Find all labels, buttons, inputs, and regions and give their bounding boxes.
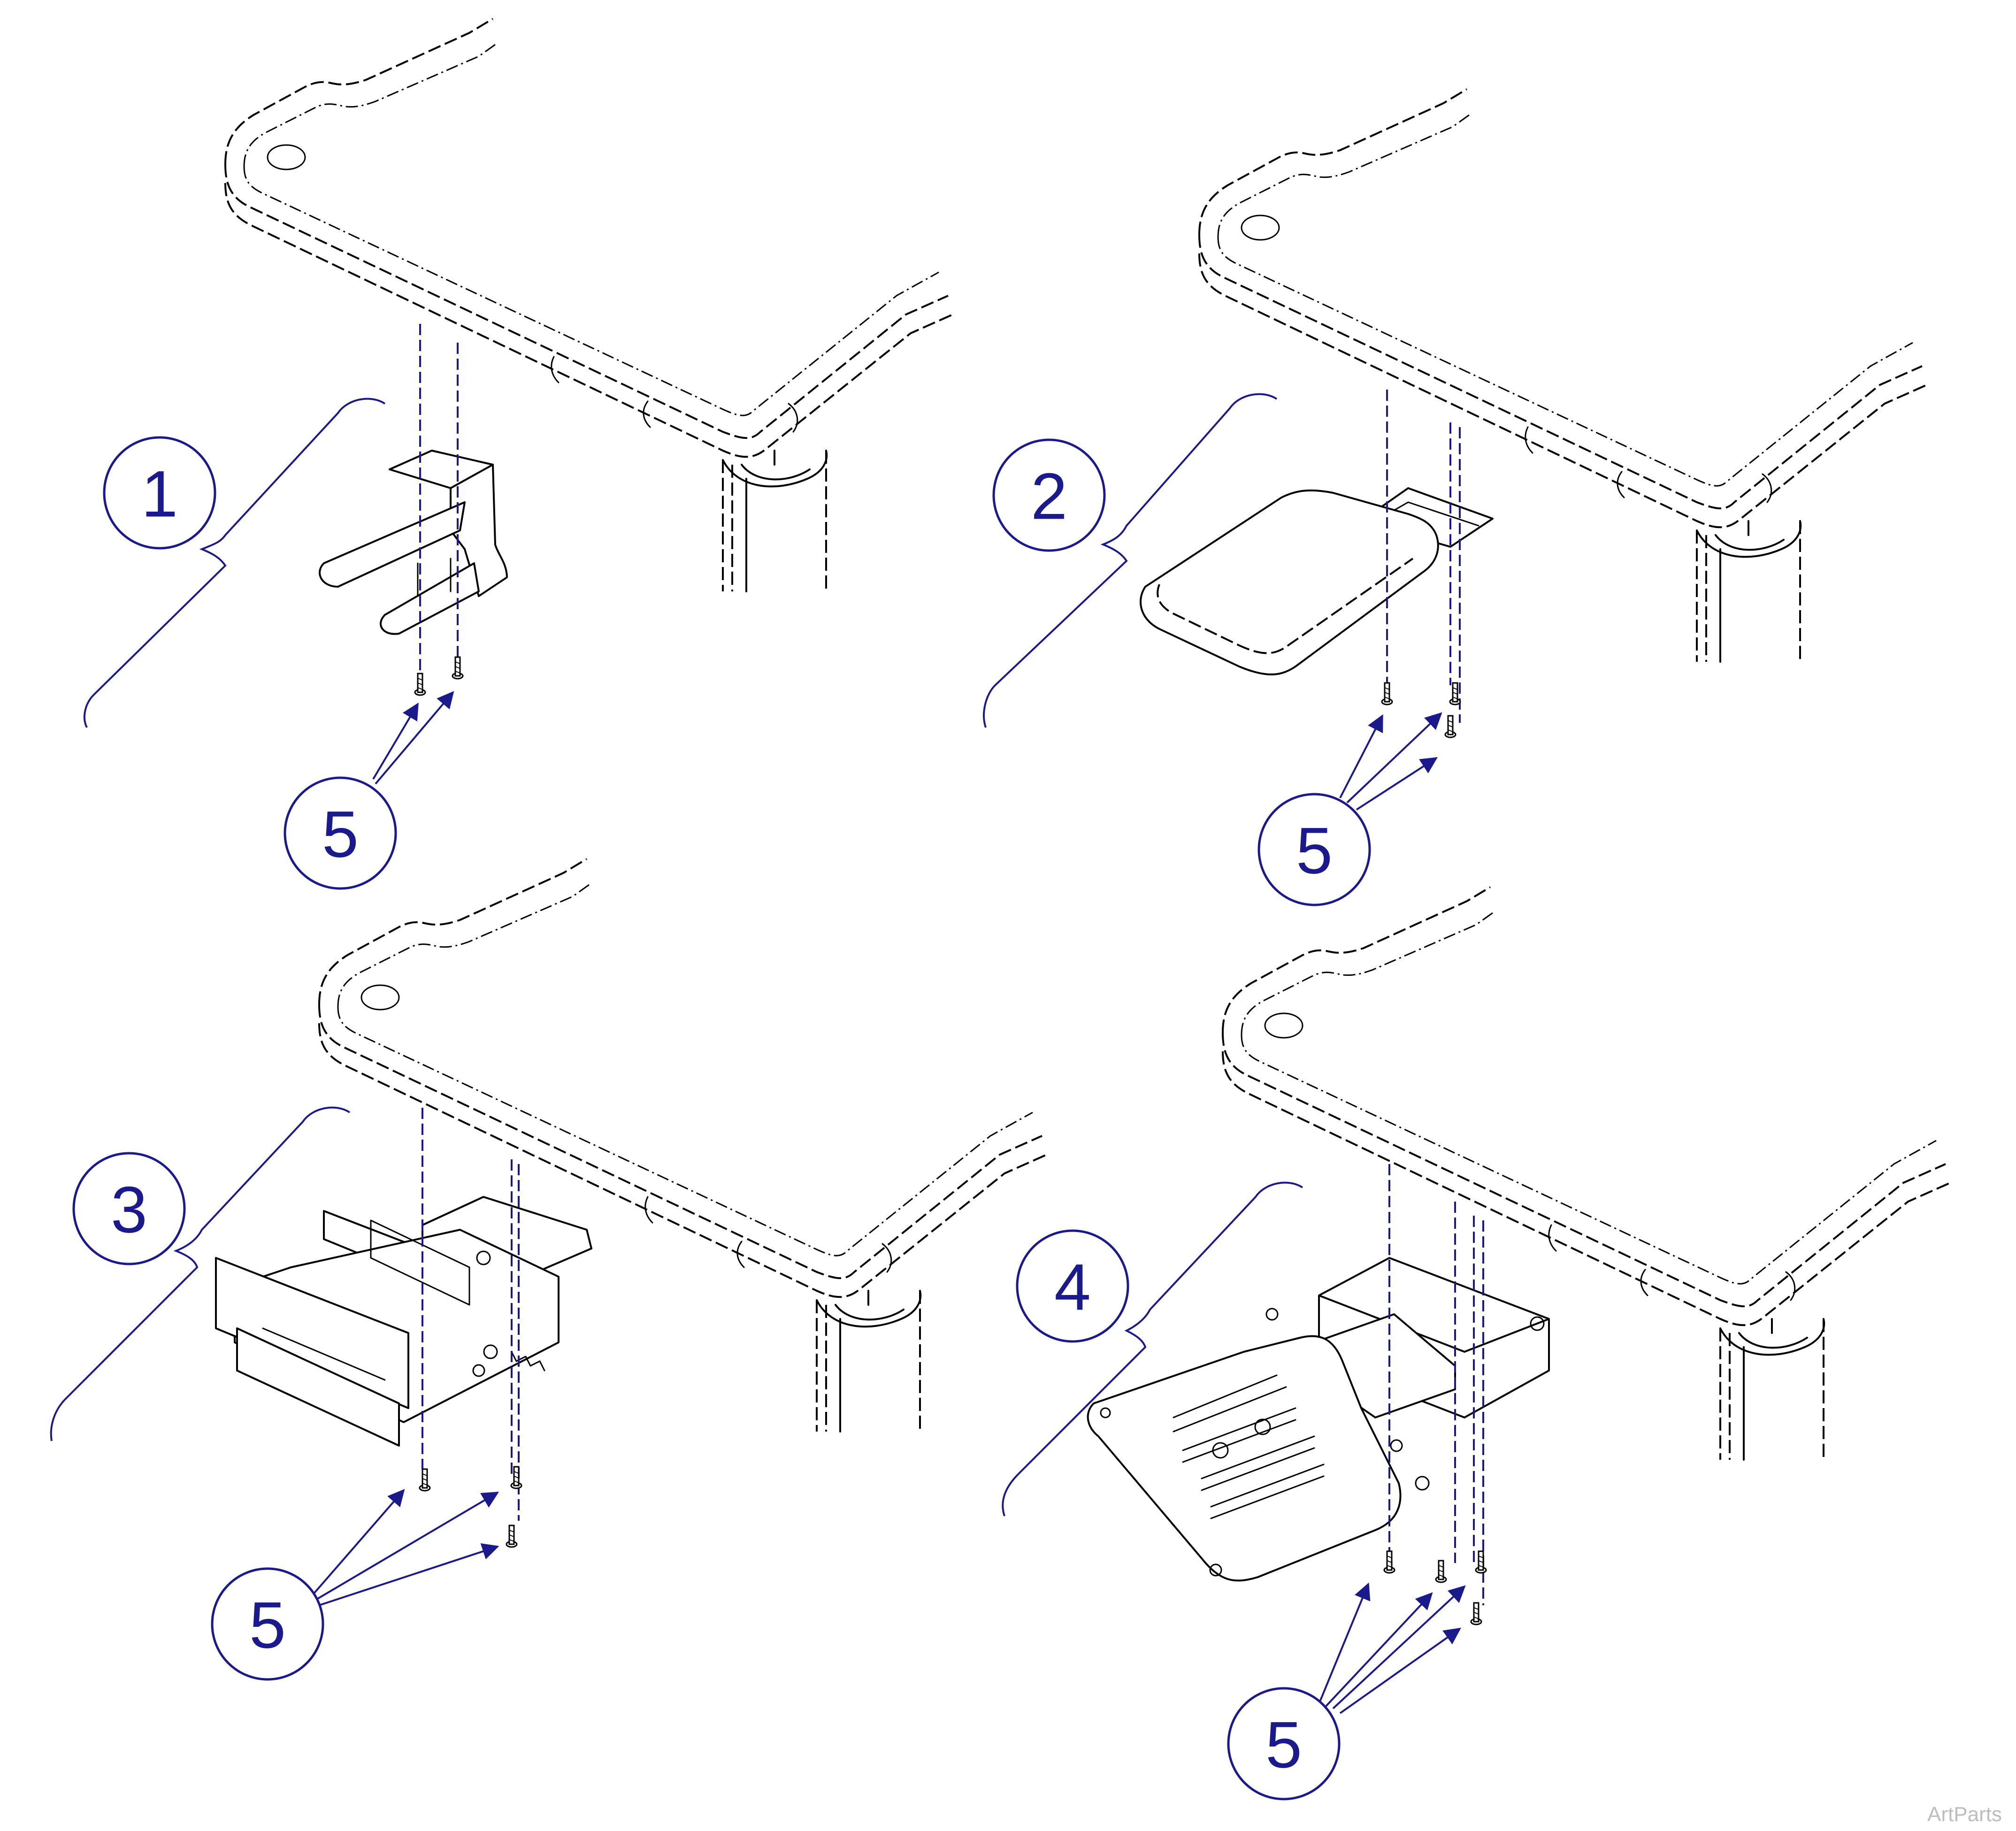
callout-5-panel-2[interactable]: 5 <box>1257 793 1371 906</box>
leader-2a <box>1339 714 1383 798</box>
leader-3b <box>314 1492 499 1601</box>
leader-2b <box>1346 712 1442 804</box>
leader-3c <box>319 1543 499 1606</box>
callout-5-panel-4[interactable]: 5 <box>1227 1687 1341 1800</box>
callout-3[interactable]: 3 <box>72 1152 186 1265</box>
box-bracket-holder <box>215 1196 592 1447</box>
screw-icon <box>452 656 464 680</box>
screw-icon <box>510 1466 522 1489</box>
leader-1b <box>375 691 454 785</box>
callout-1-label: 1 <box>141 457 178 531</box>
callout-4-label: 4 <box>1054 1250 1091 1324</box>
screw-icon <box>1444 715 1456 738</box>
screw-icon <box>1383 1550 1395 1574</box>
screw-icon <box>1475 1550 1487 1574</box>
leader-3a <box>309 1489 405 1599</box>
panel-1: 1 5 <box>84 18 954 890</box>
panel-2: 2 5 <box>983 88 1928 906</box>
callout-5b-label: 5 <box>1296 814 1333 888</box>
leader-4b <box>1325 1592 1433 1707</box>
callout-3-label: 3 <box>111 1173 147 1247</box>
callout-4[interactable]: 4 <box>1016 1229 1129 1343</box>
panel-3: 3 5 <box>50 858 1048 1681</box>
brace-1 <box>84 398 386 728</box>
finger-rest-bracket <box>319 450 508 635</box>
callout-5a-label: 5 <box>322 797 359 871</box>
callout-5-panel-1[interactable]: 5 <box>284 776 397 890</box>
screw-icon <box>414 673 426 696</box>
callout-1[interactable]: 1 <box>103 436 216 550</box>
brace-4 <box>1002 1181 1303 1517</box>
screw-icon <box>1435 1560 1447 1583</box>
callout-2-label: 2 <box>1031 460 1067 533</box>
brace-2 <box>983 393 1278 728</box>
callout-5c-label: 5 <box>249 1588 286 1662</box>
screw-icon <box>419 1468 431 1492</box>
slotted-tray <box>1087 1257 1550 1582</box>
leader-4c <box>1332 1585 1466 1709</box>
callout-5-panel-3[interactable]: 5 <box>211 1567 324 1681</box>
brace-3 <box>50 1106 351 1441</box>
table-top-1 <box>224 18 954 592</box>
callout-2[interactable]: 2 <box>992 438 1106 552</box>
leader-2c <box>1356 757 1438 811</box>
callout-5d-label: 5 <box>1265 1708 1302 1782</box>
leader-1a <box>372 702 419 780</box>
screw-icon <box>506 1525 518 1548</box>
cushion-rest <box>1140 487 1494 675</box>
leader-4a <box>1318 1582 1371 1704</box>
screw-icon <box>1449 682 1461 705</box>
panel-4: 4 5 <box>1002 886 1951 1800</box>
leader-4d <box>1339 1627 1461 1714</box>
screw-icon <box>1381 682 1393 705</box>
screw-icon <box>1470 1602 1482 1625</box>
watermark: ArtParts <box>1927 1803 2002 1826</box>
